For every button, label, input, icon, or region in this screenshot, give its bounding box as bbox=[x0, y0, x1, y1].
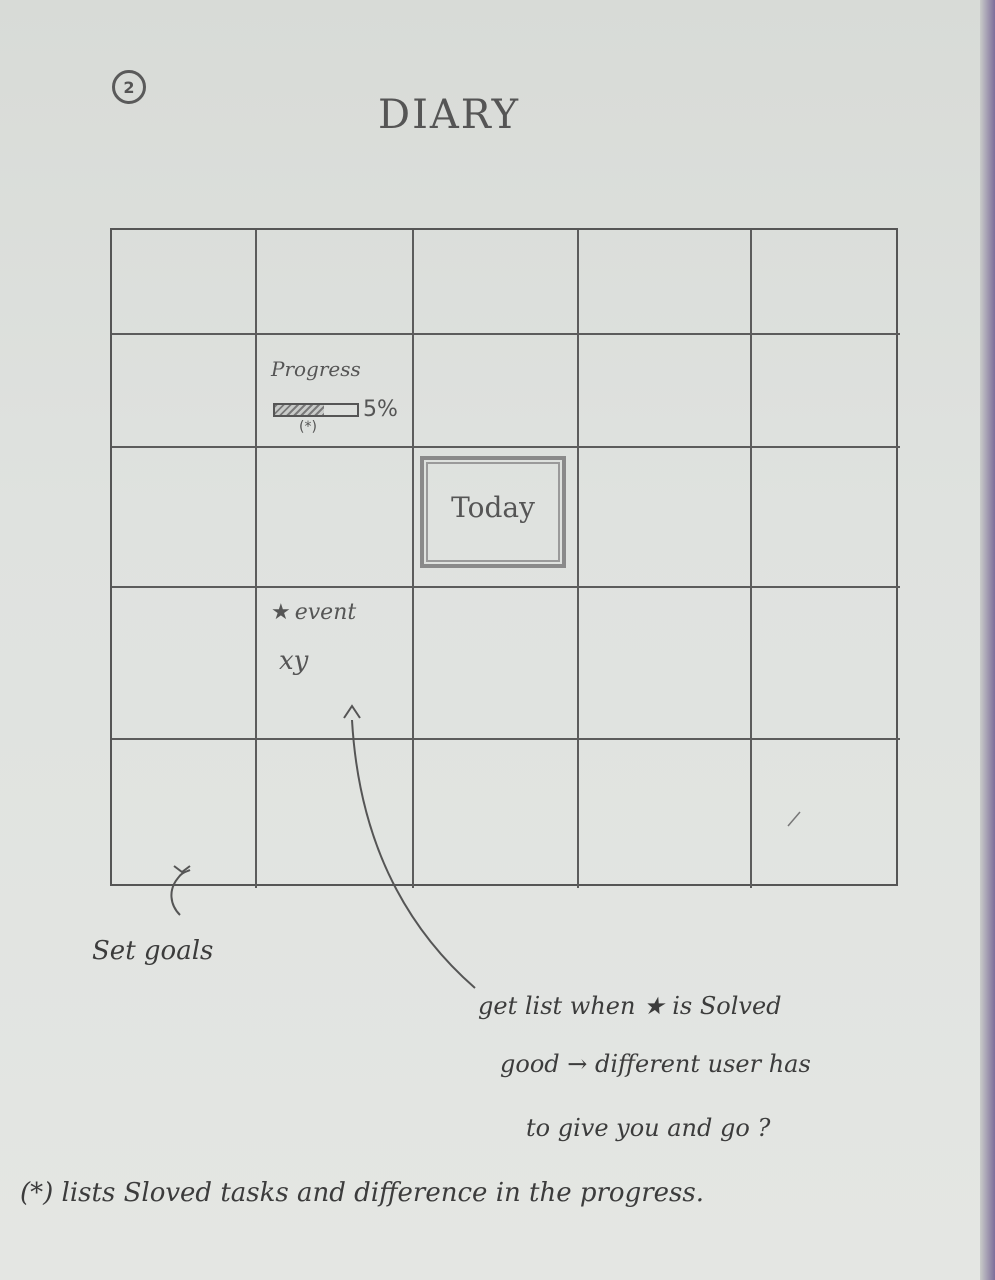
calendar-cell[interactable] bbox=[414, 230, 579, 335]
set-goals-note: Set goals bbox=[92, 936, 214, 966]
page-number-badge: 2 bbox=[112, 70, 146, 104]
calendar-grid: Progress 5% (*) Today ★event xy bbox=[110, 228, 900, 888]
calendar-cell[interactable] bbox=[112, 335, 257, 448]
event-note-line-1: get list when ★ is Solved bbox=[478, 992, 782, 1020]
progress-footnote: (*) lists Sloved tasks and difference in… bbox=[20, 1178, 704, 1208]
calendar-cell[interactable] bbox=[257, 740, 414, 888]
progress-footnote-ref: (*) bbox=[299, 419, 317, 435]
calendar-cell[interactable] bbox=[579, 588, 752, 740]
calendar-cell[interactable] bbox=[579, 740, 752, 888]
progress-bar-fill bbox=[275, 404, 325, 415]
calendar-cell[interactable] bbox=[257, 448, 414, 588]
calendar-cell[interactable] bbox=[414, 335, 579, 448]
calendar-cell[interactable] bbox=[414, 740, 579, 888]
event-label-row: ★event bbox=[271, 600, 356, 625]
page-edge bbox=[980, 0, 995, 1280]
calendar-cell[interactable] bbox=[752, 230, 900, 335]
calendar-cell[interactable] bbox=[752, 740, 900, 888]
calendar-cell[interactable] bbox=[257, 230, 414, 335]
progress-bar bbox=[273, 402, 359, 417]
calendar-cell[interactable] bbox=[414, 588, 579, 740]
today-label: Today bbox=[451, 490, 535, 524]
calendar-cell[interactable] bbox=[579, 335, 752, 448]
event-note-line-3: to give you and go ? bbox=[526, 1114, 771, 1142]
event-name[interactable]: xy bbox=[279, 646, 309, 676]
event-label: event bbox=[294, 600, 357, 625]
today-highlight: Today bbox=[420, 456, 566, 568]
calendar-cell[interactable] bbox=[752, 448, 900, 588]
star-icon: ★ bbox=[271, 600, 291, 625]
calendar-cell-event[interactable]: ★event xy bbox=[257, 588, 414, 740]
calendar-cell-today[interactable]: Today bbox=[414, 448, 579, 588]
calendar-cell[interactable] bbox=[579, 230, 752, 335]
calendar-cell-progress[interactable]: Progress 5% (*) bbox=[257, 335, 414, 448]
calendar-cell[interactable] bbox=[112, 588, 257, 740]
progress-label: Progress bbox=[271, 357, 361, 381]
page-title: DIARY bbox=[378, 92, 521, 138]
event-note-line-2: good → different user has bbox=[500, 1050, 811, 1078]
calendar-cell[interactable] bbox=[112, 740, 257, 888]
progress-row: 5% bbox=[273, 397, 398, 422]
calendar-cell[interactable] bbox=[752, 588, 900, 740]
page-number-text: 2 bbox=[123, 77, 135, 97]
calendar-cell[interactable] bbox=[752, 335, 900, 448]
calendar-cell[interactable] bbox=[112, 230, 257, 335]
calendar-cell[interactable] bbox=[112, 448, 257, 588]
progress-percent: 5% bbox=[363, 397, 398, 422]
calendar-cell[interactable] bbox=[579, 448, 752, 588]
